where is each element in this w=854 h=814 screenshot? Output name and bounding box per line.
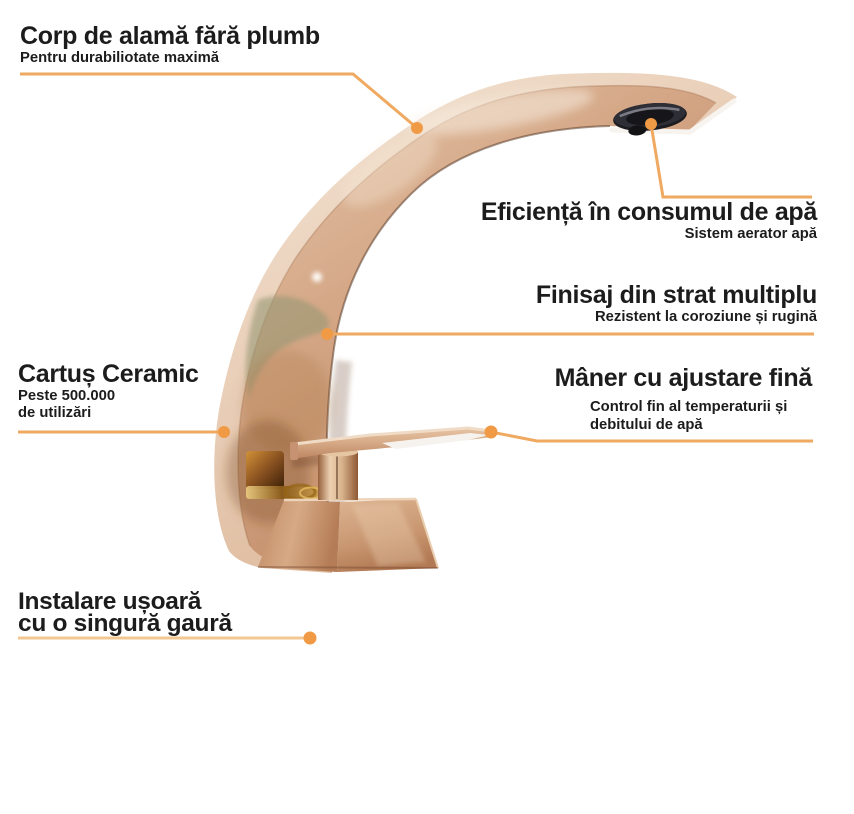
callout-dot-finisaj — [321, 328, 333, 340]
callout-line-corp — [20, 72, 418, 130]
callout-cartus-title: Cartuș Ceramic — [18, 360, 199, 388]
callout-line-maner — [490, 430, 813, 443]
faucet-base — [257, 497, 439, 572]
callout-cartus: Cartuș Ceramic Peste 500.000 de utilizăr… — [18, 361, 199, 421]
callout-maner-subtitle-line1: Control fin al temperaturii și — [590, 399, 788, 415]
faucet-handle — [290, 426, 494, 500]
callout-maner: Mâner cu ajustare fină — [554, 364, 813, 392]
callout-finisaj-title: Finisaj din strat multiplu — [535, 281, 817, 309]
callout-instalare-title-line1: Instalare ușoară — [18, 588, 202, 615]
callout-eficienta: Eficiență în consumul de apă Sistem aera… — [481, 199, 817, 243]
callout-eficienta-subtitle: Sistem aerator apă — [684, 226, 817, 242]
callout-finisaj: Finisaj din strat multiplu Rezistent la … — [536, 282, 817, 326]
callout-lines — [18, 72, 814, 645]
aerator — [613, 102, 687, 136]
body-cutout — [246, 451, 284, 489]
brass-band — [246, 486, 318, 499]
callout-maner-subtitle-line2: debitului de apă — [590, 416, 703, 433]
callout-line-eficienta — [649, 123, 812, 199]
callout-dot-corp — [411, 122, 423, 134]
callout-eficienta-title: Eficiență în consumul de apă — [480, 198, 817, 226]
callout-maner-title: Mâner cu ajustare fină — [554, 364, 813, 392]
callout-corp: Corp de alamă fără plumb Pentru durabili… — [20, 23, 320, 67]
callout-dot-cartus — [218, 426, 230, 438]
callout-instalare: Instalare ușoară cu o singură gaură — [18, 588, 232, 637]
callout-cartus-subtitle-line2: de utilizări — [18, 404, 92, 421]
callout-maner-subtitle: Control fin al temperaturii și debitului… — [590, 398, 787, 434]
callout-finisaj-subtitle: Rezistent la coroziune și rugină — [595, 309, 817, 325]
callout-corp-title: Corp de alamă fără plumb — [20, 22, 320, 50]
callout-corp-subtitle: Pentru durabiliotate maximă — [20, 50, 219, 66]
callout-dot-eficienta — [645, 118, 657, 130]
callout-dot-maner — [484, 425, 498, 439]
callout-dot-instalare — [303, 631, 317, 645]
callout-instalare-title-line2: cu o singură gaură — [18, 610, 232, 637]
callout-cartus-subtitle-line1: Peste 500.000 — [18, 388, 116, 404]
faucet-illustration — [214, 72, 737, 573]
